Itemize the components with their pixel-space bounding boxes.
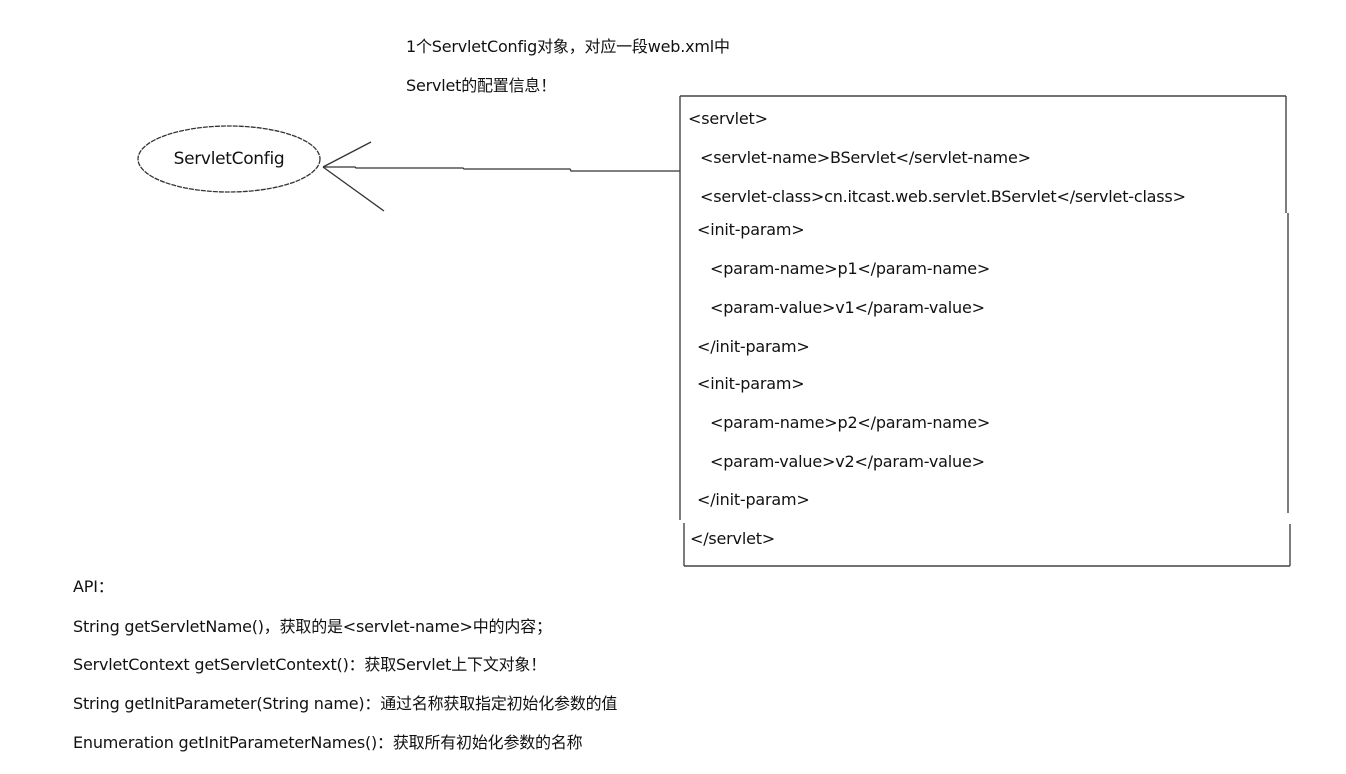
- xml-line: <param-name>p2</param-name>: [710, 413, 991, 432]
- xml-line: <init-param>: [697, 220, 805, 239]
- api-method: String getServletName()，获取的是<servlet-nam…: [73, 617, 552, 636]
- servletconfig-ellipse: [137, 125, 321, 193]
- xml-line: </init-param>: [697, 337, 810, 356]
- connector-line: [323, 166, 680, 172]
- api-method: ServletContext getServletContext()：获取Ser…: [73, 655, 547, 674]
- xml-line: <param-name>p1</param-name>: [710, 259, 991, 278]
- servletconfig-node-label: ServletConfig: [173, 149, 285, 169]
- fan-line-top: [322, 141, 372, 168]
- xml-line: <servlet-name>BServlet</servlet-name>: [700, 148, 1031, 167]
- xml-line: </init-param>: [697, 490, 810, 509]
- api-method: Enumeration getInitParameterNames()：获取所有…: [73, 733, 583, 752]
- xml-line: </servlet>: [690, 529, 775, 548]
- xml-box-border: [679, 95, 1291, 567]
- fan-line-bottom: [322, 166, 385, 212]
- api-method: String getInitParameter(String name)：通过名…: [73, 694, 618, 713]
- xml-line: <param-value>v2</param-value>: [710, 452, 985, 471]
- xml-line: <init-param>: [697, 374, 805, 393]
- caption-line-1: 1个ServletConfig对象，对应一段web.xml中: [406, 37, 730, 56]
- xml-line: <servlet-class>cn.itcast.web.servlet.BSe…: [700, 187, 1186, 206]
- api-heading: API：: [73, 577, 114, 596]
- caption-line-2: Servlet的配置信息！: [406, 76, 557, 95]
- xml-line: <servlet>: [688, 109, 768, 128]
- xml-line: <param-value>v1</param-value>: [710, 298, 985, 317]
